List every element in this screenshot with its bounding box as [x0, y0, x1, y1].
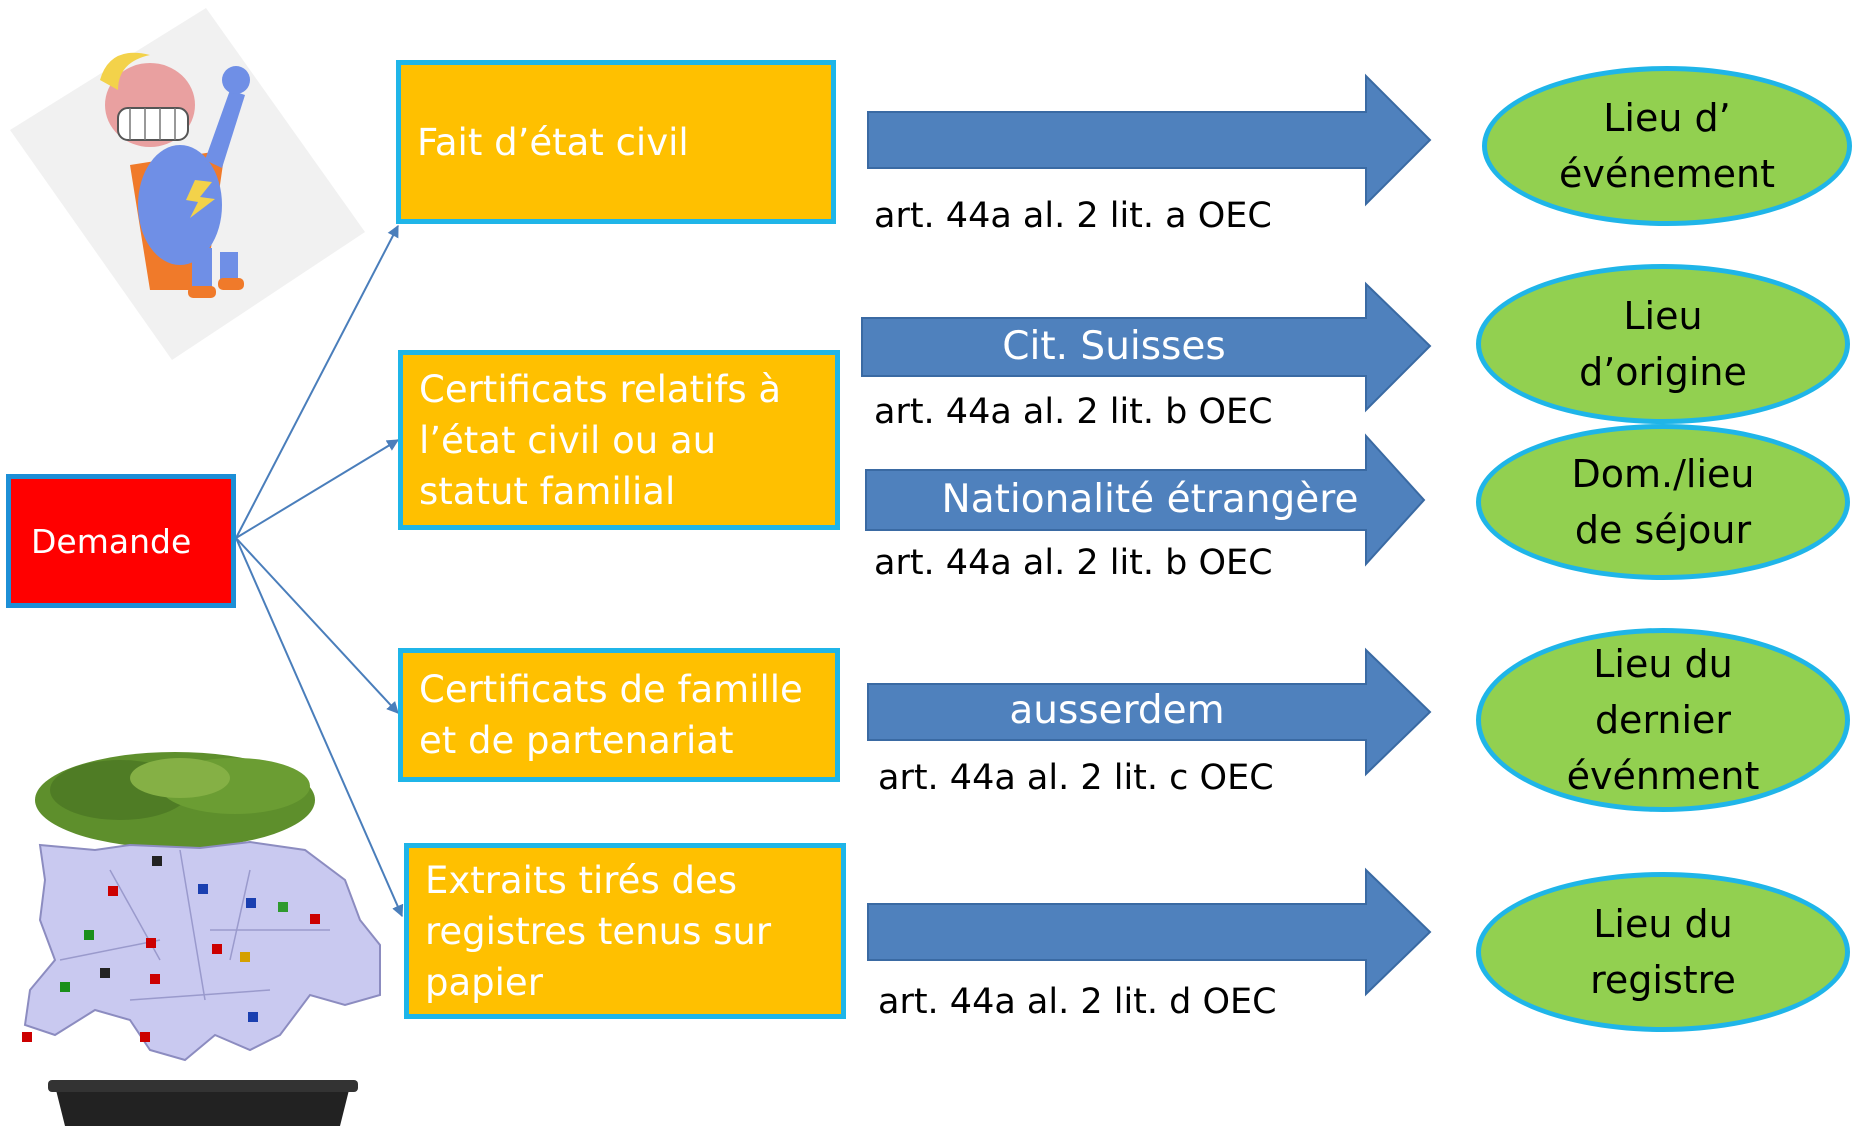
category-certificats-famille: Certificats de famille et de partenariat — [398, 648, 840, 782]
request-label: Demande — [31, 521, 192, 561]
arrow-fait — [867, 73, 1432, 207]
category-label: Certificats relatifs à l’état civil ou a… — [419, 367, 782, 513]
connector-to-fait — [235, 224, 399, 539]
connector-to-extraits — [235, 537, 404, 918]
arrow-label-ausserdem: ausserdem — [1009, 688, 1225, 733]
place-label: Dom./lieu de séjour — [1571, 452, 1755, 552]
switzerland-map-image — [22, 752, 381, 1126]
block-arrows — [861, 73, 1432, 997]
arrow-cit-suisses — [861, 281, 1432, 413]
place-label: Lieu du dernier événment — [1566, 642, 1760, 798]
place-lieu-registre: Lieu du registre — [1476, 872, 1850, 1032]
arrow-label-nationalite: Nationalité étrangère — [941, 477, 1359, 522]
arrow-label-cit-suisses: Cit. Suisses — [1002, 324, 1226, 369]
arrow-ausserdem — [867, 647, 1432, 777]
superhero-image — [10, 8, 365, 360]
reference-lit-d: art. 44a al. 2 lit. d OEC — [878, 982, 1277, 1022]
place-label: Lieu du registre — [1590, 902, 1736, 1002]
reference-lit-a: art. 44a al. 2 lit. a OEC — [874, 196, 1272, 236]
category-label: Extraits tirés des registres tenus sur p… — [425, 858, 772, 1004]
place-lieu-origine: Lieu d’origine — [1476, 264, 1850, 424]
category-certificats-etat-civil: Certificats relatifs à l’état civil ou a… — [398, 350, 840, 530]
place-dernier-evenement: Lieu du dernier événment — [1476, 628, 1850, 812]
reference-lit-b-etrangere: art. 44a al. 2 lit. b OEC — [874, 543, 1273, 583]
connector-to-famille — [235, 537, 399, 714]
place-label: Lieu d’ événement — [1558, 96, 1776, 196]
connector-to-certificats — [235, 439, 400, 539]
connector-lines — [235, 224, 404, 918]
category-extraits-registres: Extraits tirés des registres tenus sur p… — [404, 843, 846, 1019]
place-label: Lieu d’origine — [1579, 294, 1747, 394]
place-domicile-sejour: Dom./lieu de séjour — [1476, 424, 1850, 580]
place-lieu-evenement: Lieu d’ événement — [1482, 66, 1852, 226]
arrow-registre — [867, 867, 1432, 997]
request-box: Demande — [6, 474, 236, 608]
category-label: Fait d’état civil — [417, 120, 689, 164]
reference-lit-c: art. 44a al. 2 lit. c OEC — [878, 758, 1274, 798]
reference-lit-b-suisses: art. 44a al. 2 lit. b OEC — [874, 392, 1273, 432]
category-fait-etat-civil: Fait d’état civil — [396, 60, 836, 224]
arrow-nationalite — [865, 433, 1426, 567]
category-label: Certificats de famille et de partenariat — [419, 668, 803, 762]
